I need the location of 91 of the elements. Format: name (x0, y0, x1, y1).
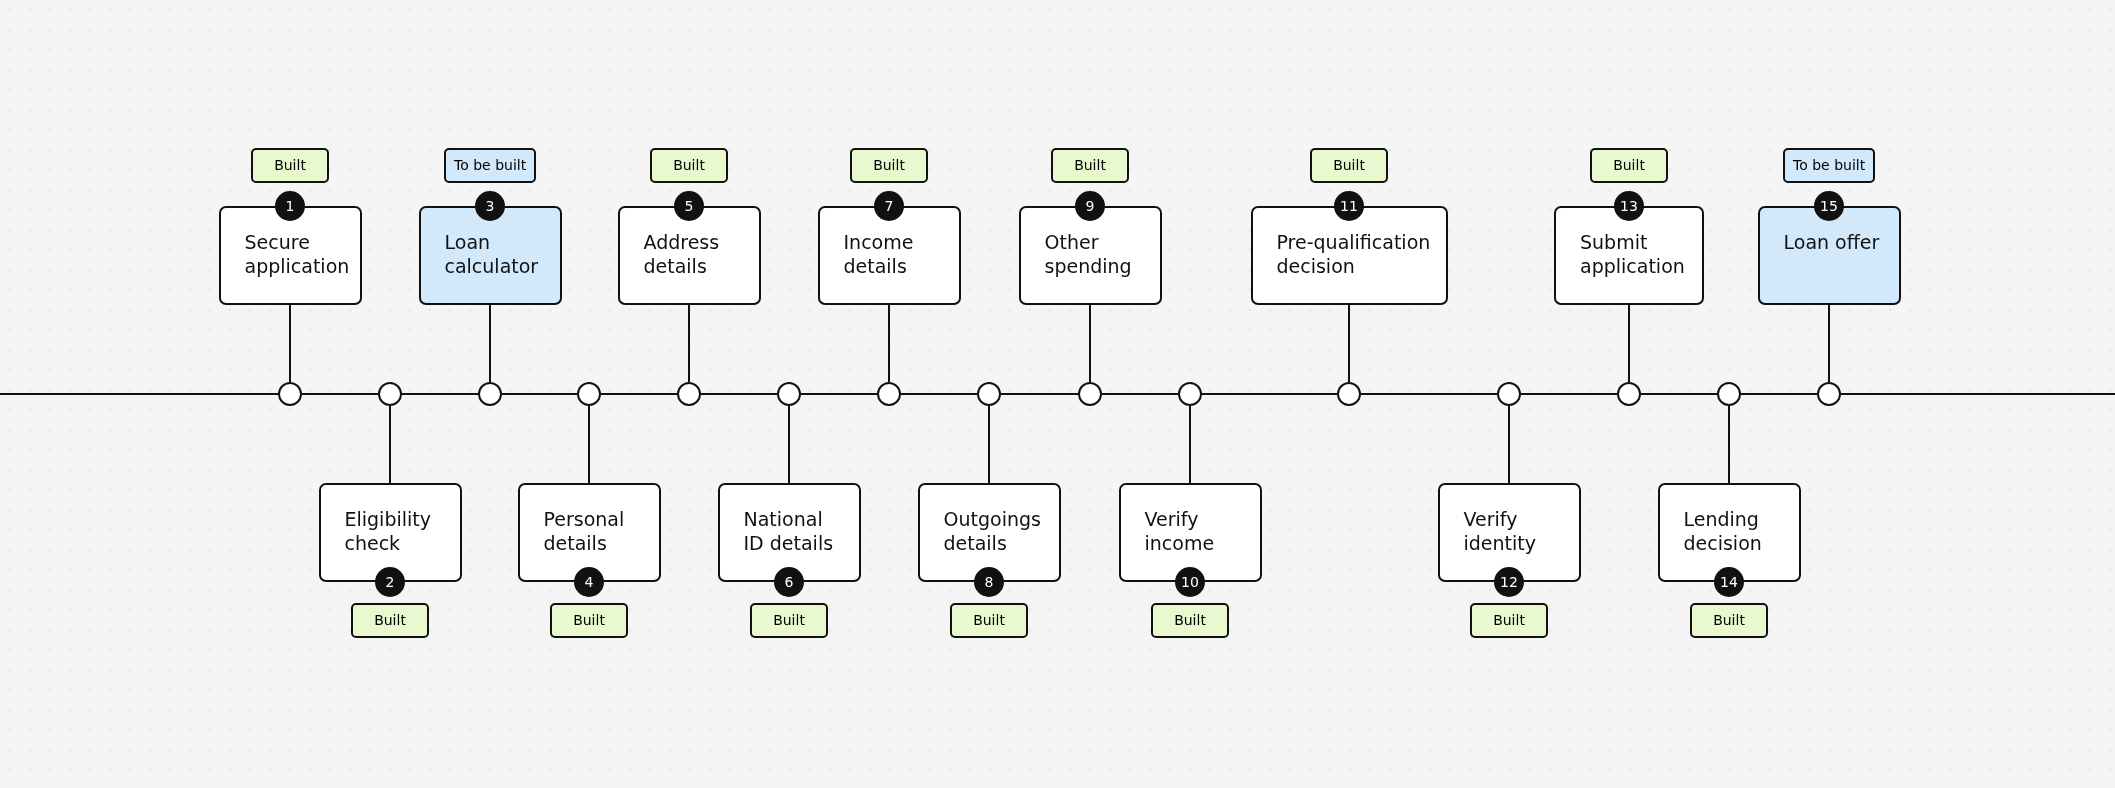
connector-line (988, 405, 990, 484)
connector-line (1348, 304, 1350, 383)
status-tag: Built (1151, 603, 1229, 638)
step-name: Secure application (244, 230, 350, 278)
status-tag: To be built (1783, 148, 1876, 183)
status-tag: Built (950, 603, 1028, 638)
timeline-marker (1497, 382, 1521, 406)
timeline-marker (478, 382, 502, 406)
connector-line (389, 405, 391, 484)
step-number: 8 (974, 567, 1004, 597)
timeline-line (0, 393, 279, 395)
status-tag: Built (251, 148, 329, 183)
connector-line (888, 304, 890, 383)
connector-line (1189, 405, 1191, 484)
timeline-line (301, 393, 379, 395)
status-tag: Built (1051, 148, 1129, 183)
step-name: Pre-qualification decision (1276, 230, 1432, 278)
timeline-marker (977, 382, 1001, 406)
step-number: 1 (275, 191, 305, 221)
timeline-marker (1178, 382, 1202, 406)
step-name: Loan calculator (444, 230, 540, 278)
status-tag: Built (550, 603, 628, 638)
step-name: Income details (843, 230, 915, 278)
timeline-line (800, 393, 878, 395)
timeline-marker (1617, 382, 1641, 406)
step-number: 3 (475, 191, 505, 221)
step-number: 15 (1814, 191, 1844, 221)
step-name: Eligibility check (344, 507, 432, 555)
timeline-line (1101, 393, 1179, 395)
step-number: 10 (1175, 567, 1205, 597)
timeline-line (501, 393, 578, 395)
step-number: 11 (1334, 191, 1364, 221)
timeline-line (600, 393, 678, 395)
step-name: Address details (643, 230, 721, 278)
status-tag: Built (850, 148, 928, 183)
connector-line (1628, 304, 1630, 383)
timeline-marker (378, 382, 402, 406)
connector-line (289, 304, 291, 383)
step-number: 5 (674, 191, 704, 221)
timeline-line (1640, 393, 1718, 395)
timeline-line (900, 393, 978, 395)
status-tag: Built (1590, 148, 1668, 183)
step-name: National ID details (743, 507, 835, 555)
step-number: 13 (1614, 191, 1644, 221)
connector-line (1089, 304, 1091, 383)
timeline-line (1740, 393, 1818, 395)
timeline-marker (1337, 382, 1361, 406)
step-name: Verify income (1144, 507, 1216, 555)
connector-line (1828, 304, 1830, 383)
step-name: Loan offer (1783, 230, 1880, 254)
connector-line (1728, 405, 1730, 484)
status-tag: Built (750, 603, 828, 638)
step-number: 4 (574, 567, 604, 597)
step-name: Other spending (1044, 230, 1133, 278)
connector-line (788, 405, 790, 484)
connector-line (489, 304, 491, 383)
timeline-marker (1078, 382, 1102, 406)
status-tag: Built (1470, 603, 1548, 638)
timeline-marker (777, 382, 801, 406)
step-name: Personal details (543, 507, 626, 555)
step-number: 12 (1494, 567, 1524, 597)
timeline-line (1360, 393, 1498, 395)
timeline-line (1520, 393, 1618, 395)
step-name: Verify identity (1463, 507, 1537, 555)
step-number: 2 (375, 567, 405, 597)
timeline-line (1201, 393, 1338, 395)
status-tag: To be built (444, 148, 537, 183)
status-tag: Built (1310, 148, 1388, 183)
step-number: 6 (774, 567, 804, 597)
status-tag: Built (351, 603, 429, 638)
connector-line (688, 304, 690, 383)
step-number: 7 (874, 191, 904, 221)
timeline-marker (1717, 382, 1741, 406)
timeline-marker (577, 382, 601, 406)
timeline-line (1000, 393, 1079, 395)
timeline-line (1840, 393, 2115, 395)
status-tag: Built (650, 148, 728, 183)
timeline-line (700, 393, 778, 395)
timeline-line (401, 393, 479, 395)
step-number: 9 (1075, 191, 1105, 221)
timeline-marker (677, 382, 701, 406)
step-number: 14 (1714, 567, 1744, 597)
timeline-marker (1817, 382, 1841, 406)
timeline-marker (278, 382, 302, 406)
connector-line (588, 405, 590, 484)
step-name: Lending decision (1683, 507, 1763, 555)
step-name: Outgoings details (943, 507, 1042, 555)
timeline-marker (877, 382, 901, 406)
connector-line (1508, 405, 1510, 484)
status-tag: Built (1690, 603, 1768, 638)
step-name: Submit application (1580, 230, 1686, 278)
